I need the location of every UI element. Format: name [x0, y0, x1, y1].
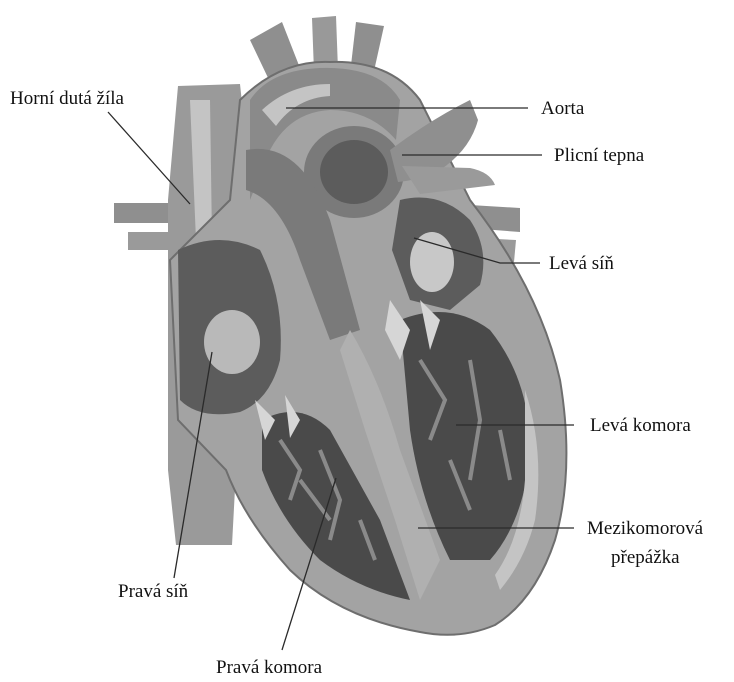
label-superior-vena-cava: Horní dutá žíla: [10, 88, 125, 109]
label-septum-line2: přepážka: [611, 547, 680, 568]
label-septum-line1: Mezikomorová: [587, 518, 704, 539]
pulmonary-trunk-lumen: [320, 140, 388, 204]
label-right-atrium: Pravá síň: [118, 581, 189, 602]
left-atrium-highlight: [410, 232, 454, 292]
label-right-ventricle: Pravá komora: [216, 657, 323, 678]
label-left-ventricle: Levá komora: [590, 415, 691, 436]
label-aorta: Aorta: [541, 98, 585, 119]
label-pulmonary-artery: Plicní tepna: [554, 145, 645, 166]
right-atrium-highlight: [204, 310, 260, 374]
heart-illustration: [114, 16, 566, 635]
label-left-atrium: Levá síň: [549, 253, 614, 274]
